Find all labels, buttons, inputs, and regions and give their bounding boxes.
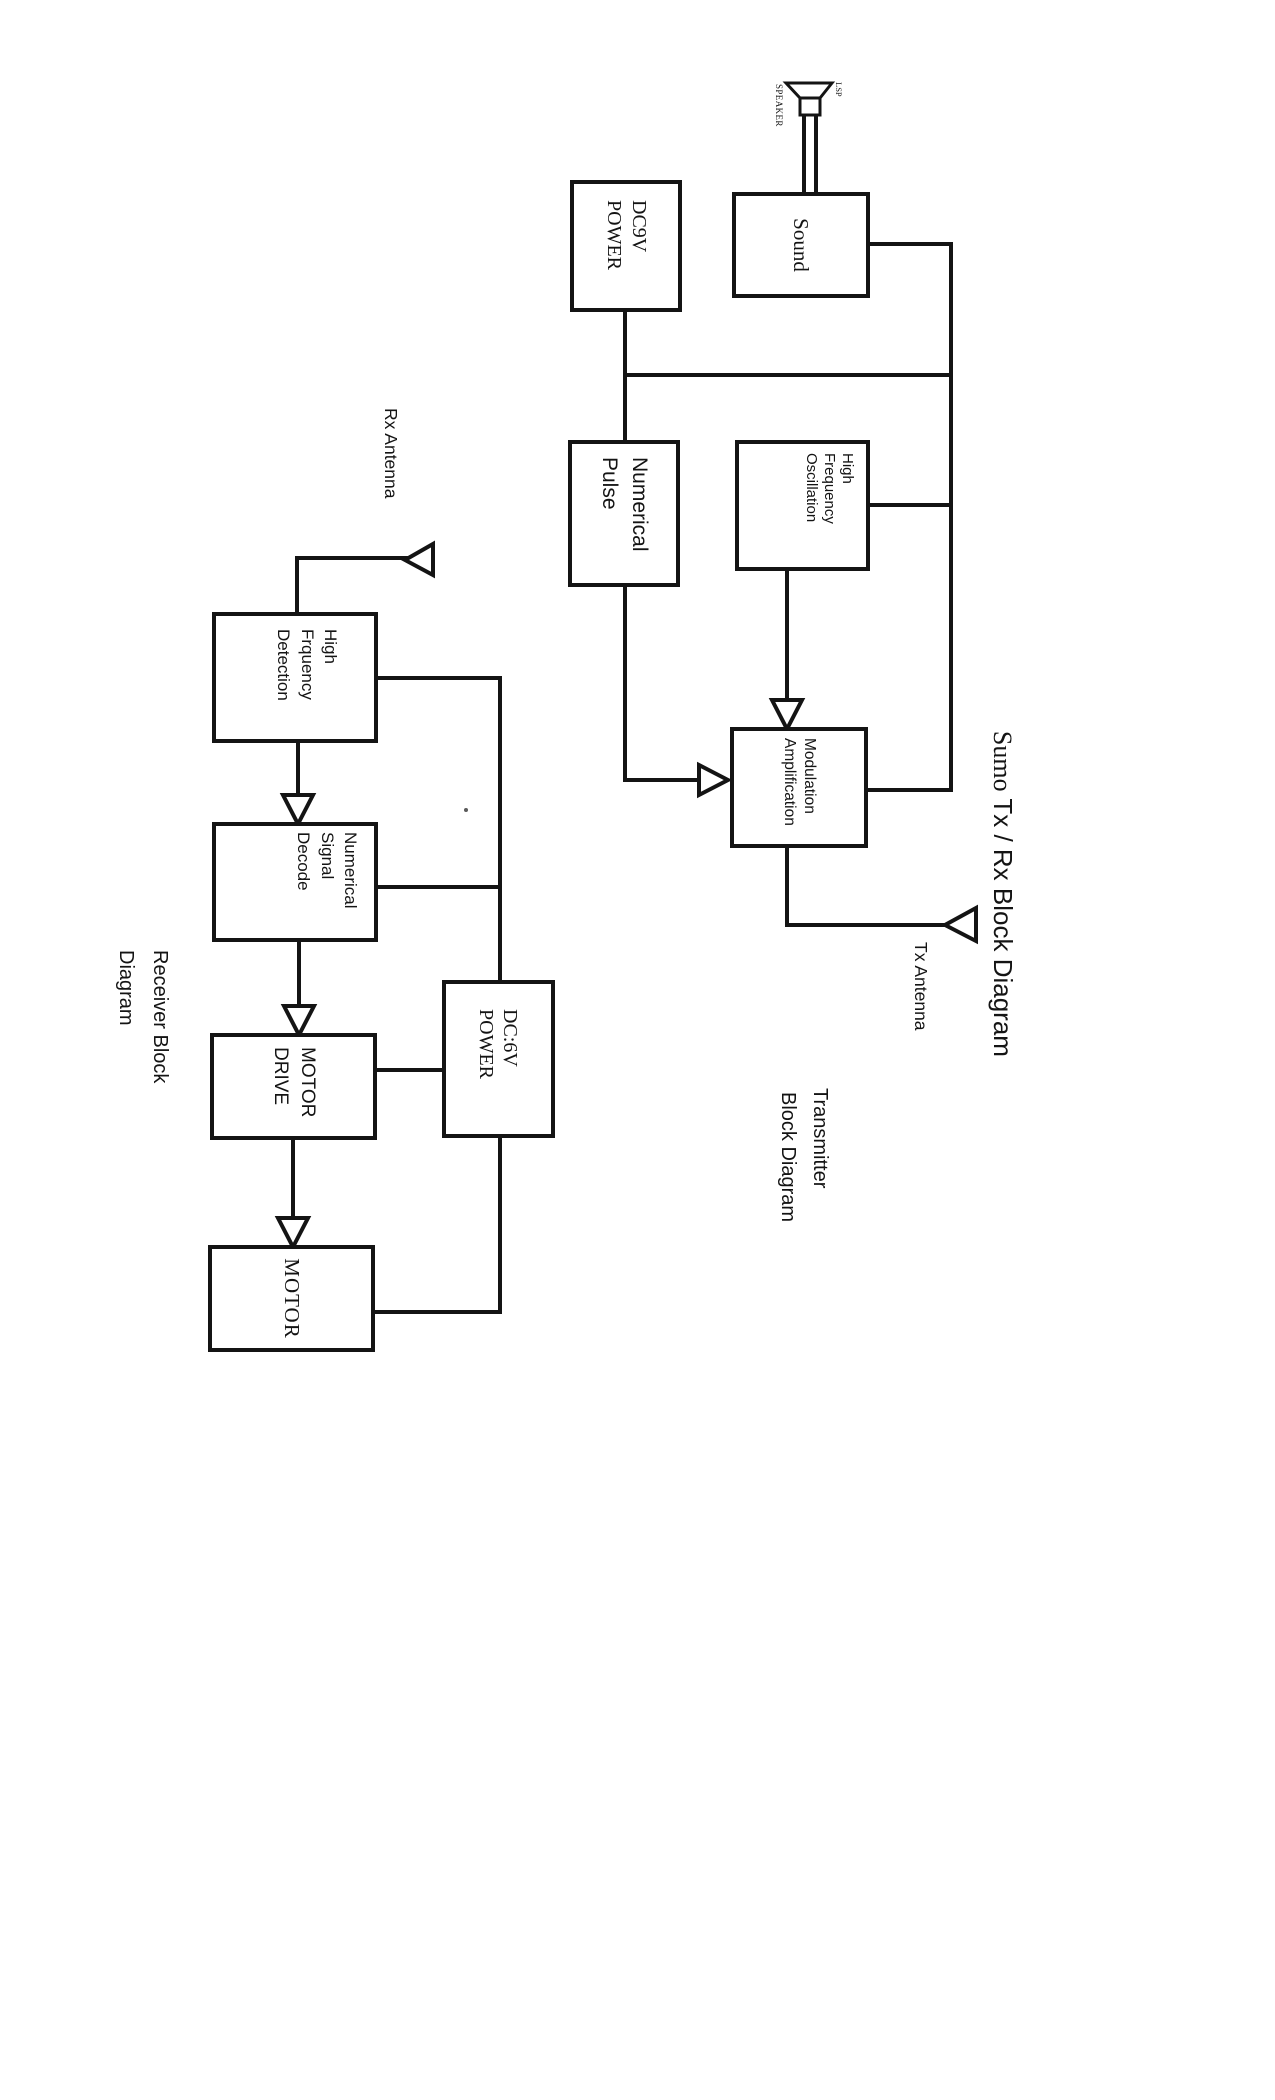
arrow-oscillation-to-modulation xyxy=(768,698,806,734)
arrow-decode-to-motordrive xyxy=(280,1004,318,1040)
tx-antenna-icon xyxy=(940,904,978,945)
block-numerical-signal-decode: Numerical Signal Decode xyxy=(212,822,378,942)
block-high-frquency-detection-label: High Frquency Detection xyxy=(274,629,340,701)
block-dc6v-power: DC:6V POWER xyxy=(442,980,555,1138)
page-title-word-sumo: Sumo xyxy=(988,730,1017,792)
page-title: Sumo Tx / Rx Block Diagram xyxy=(956,702,1049,1057)
arrow-pulse-to-modulation xyxy=(697,761,733,799)
arrow-motordrive-to-motor xyxy=(274,1216,312,1252)
speaker-icon xyxy=(782,81,836,117)
block-dc6v-power-label: DC:6V POWER xyxy=(475,1009,522,1079)
block-modulation-amplification: Modulation Amplification xyxy=(730,727,868,848)
arrow-detection-to-decode xyxy=(279,793,317,829)
block-modulation-amplification-label: Modulation Amplification xyxy=(781,738,819,826)
receiver-caption-line1: Receiver Block xyxy=(149,950,171,1084)
block-motor-drive-label: MOTOR DRIVE xyxy=(270,1047,319,1118)
block-dc9v-power-label: DC9V POWER xyxy=(603,200,650,270)
block-motor: MOTOR xyxy=(208,1245,375,1352)
block-numerical-pulse-label: Numerical Pulse xyxy=(597,457,651,552)
receiver-caption-line2: Diagram xyxy=(115,950,137,1026)
block-sound: Sound xyxy=(732,192,870,298)
rx-antenna-label: Rx Antenna xyxy=(381,408,401,499)
rx-antenna-icon xyxy=(400,540,435,579)
block-numerical-pulse: Numerical Pulse xyxy=(568,440,680,587)
tx-antenna-label: Tx Antenna xyxy=(911,942,931,1031)
transmitter-caption-line2: Block Diagram xyxy=(777,1092,799,1223)
block-numerical-signal-decode-label: Numerical Signal Decode xyxy=(294,832,360,909)
block-dc9v-power: DC9V POWER xyxy=(570,180,682,312)
speaker-tag-label: LSP xyxy=(834,82,844,97)
block-high-frequency-oscillation-label: High Frequency Oscillation xyxy=(803,453,856,524)
block-sound-label: Sound xyxy=(789,218,814,272)
block-high-frequency-oscillation: High Frequency Oscillation xyxy=(735,440,870,571)
block-motor-drive: MOTOR DRIVE xyxy=(210,1033,377,1140)
scan-speck xyxy=(464,808,468,812)
speaker-label: SPEAKER xyxy=(774,84,784,127)
block-high-frquency-detection: High Frquency Detection xyxy=(212,612,378,743)
page-title-rest: Tx / Rx Block Diagram xyxy=(988,791,1018,1057)
block-motor-label: MOTOR xyxy=(280,1258,304,1339)
transmitter-caption-line1: Transmitter xyxy=(809,1088,831,1189)
